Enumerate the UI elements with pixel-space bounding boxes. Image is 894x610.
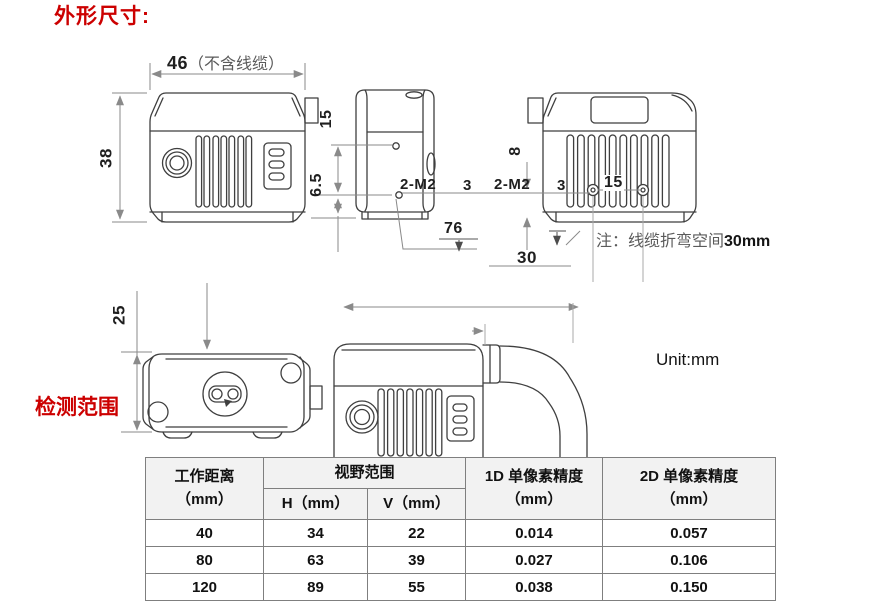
table-cell: 0.014 <box>465 519 603 547</box>
bottom-view-drawing <box>142 353 323 439</box>
dim-side-length: 76 <box>444 220 463 237</box>
dim-front-height: 38 <box>96 148 116 168</box>
dim-rear-cable-space: 30 <box>517 248 537 267</box>
table-cell: 40 <box>145 519 264 547</box>
table-cell: 0.150 <box>602 573 776 601</box>
dim-front-width: 46（不含线缆） <box>167 54 284 73</box>
cable-note-value: 30mm <box>724 233 771 250</box>
side-screw-depth: 3 <box>463 177 472 194</box>
rear-screw-label: 2-M2 <box>494 176 531 193</box>
header-fov-v: V（mm） <box>367 488 466 520</box>
table-cell: 34 <box>263 519 368 547</box>
dim-rear-hole-spacing: 15 <box>603 174 624 191</box>
table-cell: 63 <box>263 546 368 574</box>
spec-table: 工作距离 （mm） 视野范围 1D 单像素精度 （mm） 2D 单像素精度 （m… <box>145 457 776 601</box>
dimension-lines <box>112 63 644 433</box>
dim-rear-bottom-offset: 8 <box>507 146 524 156</box>
dim-side-bottom-offset: 6.5 <box>308 173 325 197</box>
table-cell: 80 <box>145 546 264 574</box>
header-2d-precision: 2D 单像素精度 （mm） <box>602 457 776 520</box>
table-cell: 0.057 <box>602 519 776 547</box>
table-cell: 22 <box>367 519 466 547</box>
header-fov-h: H（mm） <box>263 488 368 520</box>
unit-label: Unit:mm <box>656 350 720 369</box>
cable-note: 注：线缆折弯空间30mm <box>596 234 770 250</box>
dim-side-hole-spacing: 15 <box>318 109 335 129</box>
header-work-distance: 工作距离 （mm） <box>145 457 264 520</box>
side-screw-label: 2-M2 <box>400 176 437 193</box>
table-cell: 89 <box>263 573 368 601</box>
dim-front-width-note: （不含线缆） <box>188 56 285 73</box>
table-cell: 0.106 <box>602 546 776 574</box>
rear-view-drawing <box>527 92 697 223</box>
cable-view-drawing <box>333 343 588 458</box>
table-row: 80 63 39 0.027 0.106 <box>145 546 776 574</box>
page-title: 外形尺寸: <box>54 5 150 28</box>
rear-screw-depth: 3 <box>557 177 566 194</box>
table-row: 120 89 55 0.038 0.150 <box>145 573 776 601</box>
table-cell: 0.038 <box>465 573 603 601</box>
table-cell: 39 <box>367 546 466 574</box>
table-cell: 0.027 <box>465 546 603 574</box>
detection-range-label: 检测范围 <box>35 396 119 419</box>
dim-front-width-value: 46 <box>167 53 189 73</box>
dim-thickness: 25 <box>109 305 129 325</box>
table-cell: 55 <box>367 573 466 601</box>
front-view-drawing <box>149 92 319 223</box>
cable-note-text: 注：线缆折弯空间 <box>596 233 725 250</box>
header-fov: 视野范围 <box>263 457 466 489</box>
table-cell: 120 <box>145 573 264 601</box>
header-1d-precision: 1D 单像素精度 （mm） <box>465 457 603 520</box>
side-view-drawing <box>355 89 436 220</box>
table-row: 40 34 22 0.014 0.057 <box>145 519 776 547</box>
